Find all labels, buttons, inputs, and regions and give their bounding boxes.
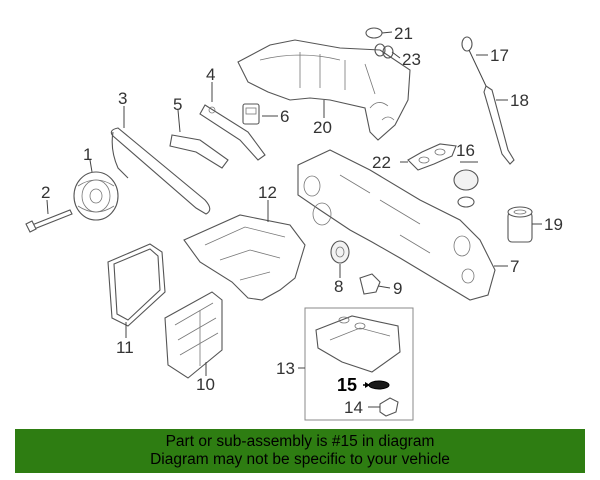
- part-22-gasket[interactable]: [407, 143, 457, 171]
- part-8-seal[interactable]: [330, 240, 350, 264]
- part-11-gasket[interactable]: [107, 243, 166, 327]
- part-12-oil-pan-upper[interactable]: [183, 214, 306, 301]
- callout-10: 10: [196, 375, 215, 394]
- callout-20: 20: [313, 118, 332, 137]
- part-9-sensor[interactable]: [359, 273, 381, 295]
- part-15-drain-plug-gasket[interactable]: [363, 380, 390, 390]
- callout-18: 18: [510, 91, 529, 110]
- part-17-dipstick[interactable]: [461, 36, 487, 87]
- part-20-intake-manifold[interactable]: [237, 39, 411, 141]
- part-13-oil-pan[interactable]: [315, 315, 401, 373]
- callout-8: 8: [334, 277, 343, 296]
- part-5-belt-guide[interactable]: [169, 134, 229, 169]
- callout-19: 19: [544, 215, 563, 234]
- part-19-oil-filter[interactable]: [507, 206, 533, 243]
- part-14-drain-plug[interactable]: [368, 397, 399, 417]
- part-6-tensioner[interactable]: [242, 103, 260, 125]
- callout-15: 15: [337, 375, 357, 395]
- part-1-crank-pulley[interactable]: [73, 171, 119, 221]
- info-banner: Part or sub-assembly is #15 in diagram D…: [15, 429, 585, 473]
- callout-9: 9: [393, 279, 402, 298]
- callout-5: 5: [173, 95, 182, 114]
- callout-13: 13: [276, 359, 295, 378]
- callout-22: 22: [372, 153, 391, 172]
- part-16-oil-cap[interactable]: [453, 161, 479, 208]
- callout-1: 1: [83, 145, 92, 164]
- callout-6: 6: [280, 107, 289, 126]
- part-3-timing-belt[interactable]: [110, 127, 211, 215]
- callout-12: 12: [258, 183, 277, 202]
- parts-diagram: 1 2 3 4 5 6 7 8 9 10 11 12 13 14 15 16 1…: [25, 24, 563, 421]
- part-2-bolt[interactable]: [25, 209, 73, 233]
- part-23-gasket[interactable]: [374, 43, 394, 59]
- callout-labels: 1 2 3 4 5 6 7 8 9 10 11 12 13 14 15 16 1…: [41, 24, 563, 417]
- callout-21: 21: [394, 24, 413, 43]
- callout-3: 3: [118, 89, 127, 108]
- callout-14: 14: [344, 398, 363, 417]
- callout-4: 4: [206, 65, 215, 84]
- leader-lines: [46, 31, 542, 376]
- callout-23: 23: [402, 50, 421, 69]
- part-21-oring[interactable]: [365, 27, 383, 39]
- part-13-assembly-box: [304, 307, 414, 421]
- part-18-dipstick-tube[interactable]: [483, 85, 515, 165]
- callout-17: 17: [490, 46, 509, 65]
- banner-line-2: Diagram may not be specific to your vehi…: [150, 451, 450, 468]
- callout-2: 2: [41, 183, 50, 202]
- banner-line-1: Part or sub-assembly is #15 in diagram: [165, 433, 435, 450]
- part-7-engine-housing[interactable]: [297, 149, 496, 301]
- callout-11: 11: [116, 338, 134, 357]
- part-4-tensioner-arm[interactable]: [199, 104, 266, 161]
- part-10-cover[interactable]: [164, 291, 223, 379]
- callout-7: 7: [510, 257, 519, 276]
- callout-16: 16: [456, 141, 475, 160]
